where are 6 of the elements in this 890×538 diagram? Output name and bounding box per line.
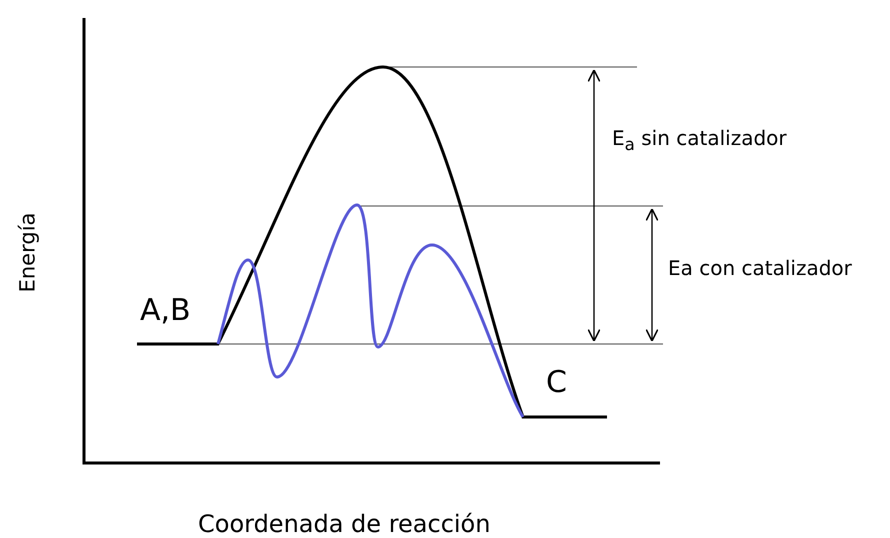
axis-title: Energía [17,212,38,292]
energy-label: Ea con catalizador [668,258,852,278]
product-label: C [546,368,567,398]
axis-title: Coordenada de reacción [198,512,490,536]
reactant-label: A,B [140,296,191,326]
energy-label: E$_{a}$ sin catalizador [612,128,787,154]
